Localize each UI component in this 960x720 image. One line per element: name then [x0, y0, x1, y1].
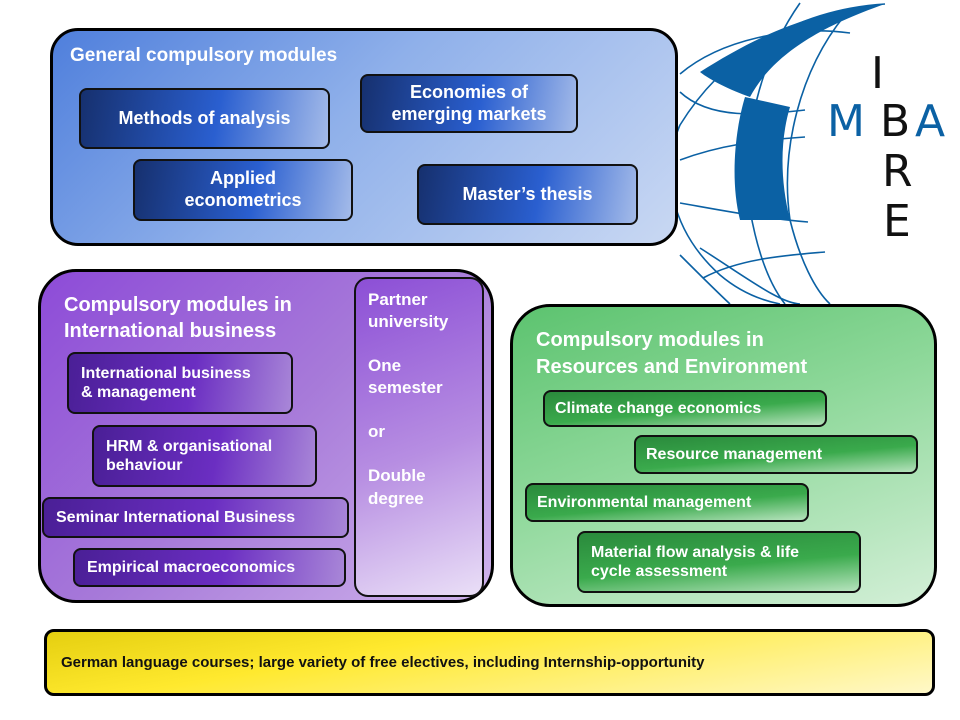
module-empirical-macroeconomics: Empirical macroeconomics: [73, 548, 346, 587]
logo-letter-r: R: [882, 146, 913, 197]
logo-letter-m: M: [827, 96, 865, 147]
partner-university-box: Partner university One semester or Doubl…: [354, 277, 484, 597]
title-line2: International business: [64, 320, 277, 342]
module-label: Environmental management: [537, 493, 752, 511]
module-climate-change-economics: Climate change economics: [543, 390, 827, 427]
module-label-line2: emerging markets: [391, 103, 547, 124]
module-label-line1: HRM & organisational: [106, 437, 273, 455]
module-label-line1: Applied: [210, 168, 276, 189]
module-economies-emerging-markets: Economies of emerging markets: [360, 74, 578, 133]
module-label: Seminar International Business: [56, 508, 296, 526]
module-label-line2: behaviour: [106, 457, 183, 474]
module-label: Climate change economics: [555, 399, 762, 417]
module-methods-of-analysis: Methods of analysis: [79, 88, 330, 149]
module-label-line2: cycle assessment: [591, 563, 728, 580]
module-material-flow-analysis: Material flow analysis & life cycle asse…: [577, 531, 861, 593]
module-international-business-management: International business & management: [67, 352, 293, 414]
resources-environment-title: Compulsory modules in Resources and Envi…: [536, 327, 807, 381]
module-environmental-management: Environmental management: [525, 483, 809, 522]
partner-university-label: Partner university: [368, 290, 449, 332]
module-label-line1: Material flow analysis & life: [591, 543, 800, 561]
module-label: Master’s thesis: [462, 183, 593, 204]
module-label: Empirical macroeconomics: [87, 558, 296, 576]
title-line1: Compulsory modules in: [536, 329, 764, 351]
module-resource-management: Resource management: [634, 435, 918, 474]
electives-banner: German language courses; large variety o…: [44, 629, 935, 696]
module-seminar-international-business: Seminar International Business: [42, 497, 349, 538]
general-modules-title: General compulsory modules: [70, 45, 338, 66]
module-applied-econometrics: Applied econometrics: [133, 159, 353, 221]
imbre-logo: I M B A R E: [640, 0, 960, 305]
double-degree-label: Double degree: [368, 466, 426, 508]
title-line2: Resources and Environment: [536, 356, 808, 378]
module-label: Methods of analysis: [118, 107, 291, 128]
module-label-line1: International business: [81, 364, 251, 382]
module-label-line1: Economies of: [409, 81, 529, 102]
or-label: or: [368, 422, 385, 442]
electives-text: German language courses; large variety o…: [61, 654, 705, 671]
logo-letter-a: A: [915, 96, 946, 147]
module-label-line2: & management: [81, 384, 196, 401]
logo-letter-i: I: [871, 48, 884, 99]
module-hrm-organisational-behaviour: HRM & organisational behaviour: [92, 425, 317, 487]
logo-letter-b: B: [880, 96, 911, 147]
globe-icon: [669, 2, 886, 305]
logo-letter-e: E: [883, 196, 911, 247]
title-line1: Compulsory modules in: [64, 294, 292, 316]
one-semester-label: One semester: [368, 356, 443, 398]
module-masters-thesis: Master’s thesis: [417, 164, 638, 225]
international-business-title: Compulsory modules in International busi…: [64, 292, 292, 344]
module-label-line2: econometrics: [184, 190, 302, 210]
module-label: Resource management: [646, 445, 823, 463]
